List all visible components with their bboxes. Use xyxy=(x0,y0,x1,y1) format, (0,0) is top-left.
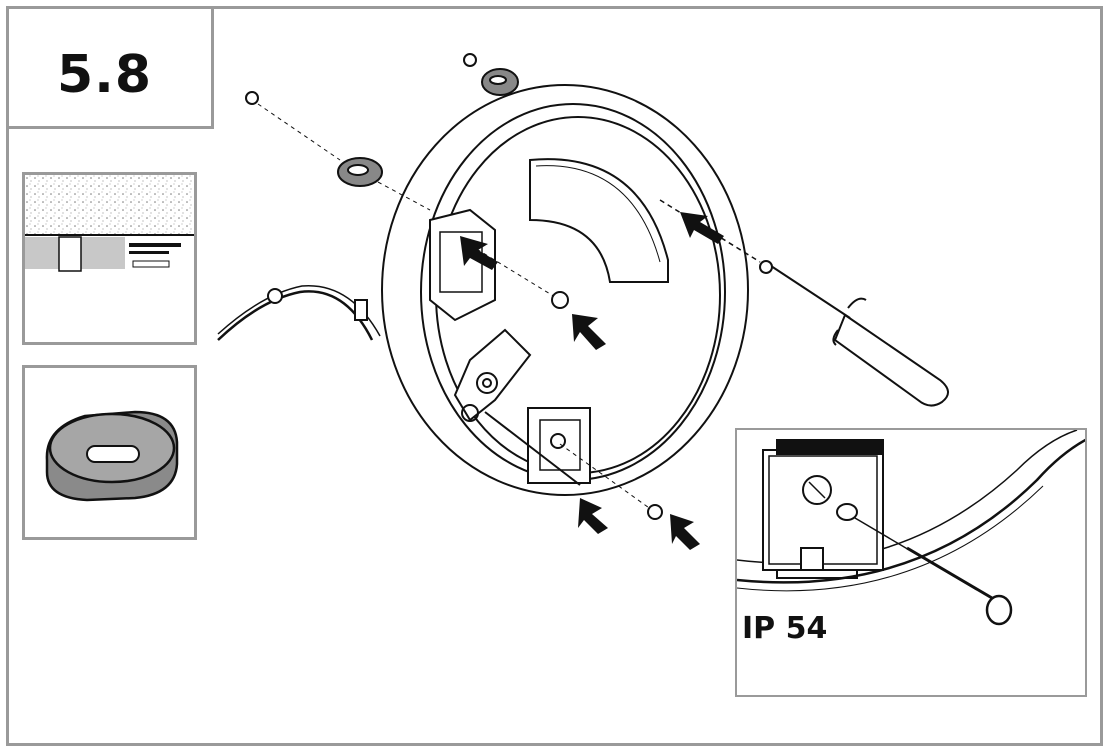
screw-detail-illustration xyxy=(737,430,1085,626)
ip-rating-label: IP 54 xyxy=(742,611,828,646)
screw-detail-inset xyxy=(735,428,1087,697)
ceiling-cross-section-panel xyxy=(22,172,197,345)
step-number-box: 5.8 xyxy=(6,6,214,129)
ceiling-cross-section-icon xyxy=(25,175,194,272)
rubber-grommet-icon xyxy=(45,410,179,502)
step-number: 5.8 xyxy=(57,45,153,105)
grommet-seal-panel xyxy=(22,365,197,540)
